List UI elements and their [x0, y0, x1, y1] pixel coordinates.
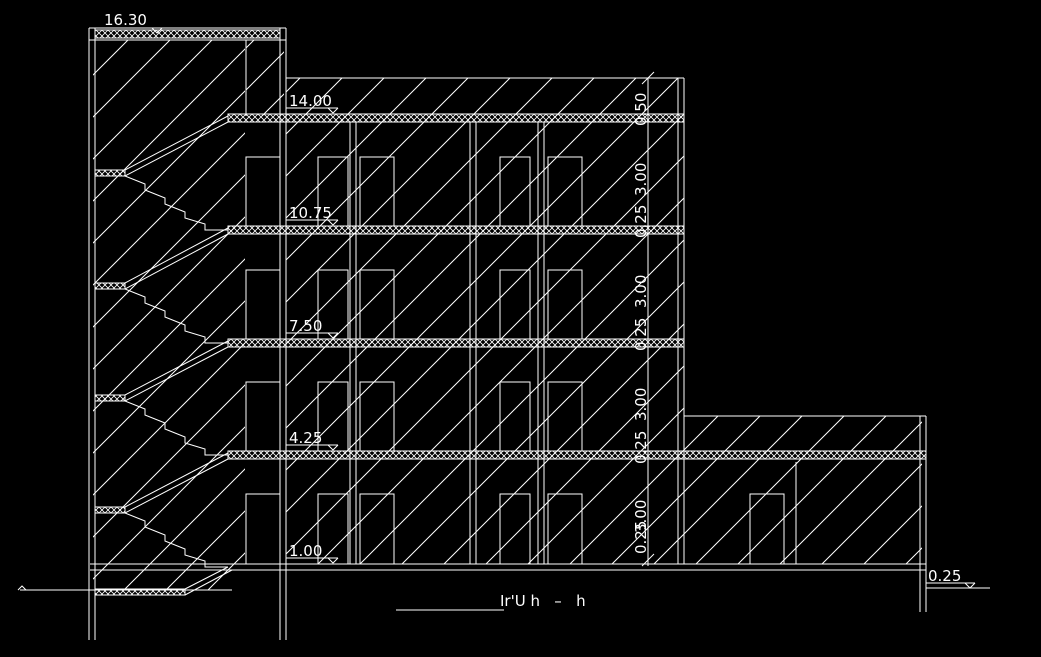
right-block-hatch — [684, 416, 922, 564]
dimension-label: 3.00 — [632, 500, 650, 533]
stair-tower-hatch — [93, 40, 245, 590]
dimension-label: 0.25 — [632, 521, 650, 554]
section-title: Ir'U h – h — [500, 592, 586, 610]
dimension-label: 3.00 — [632, 388, 650, 421]
level-label-top: 16.30 — [104, 11, 147, 29]
level-label-roof: 14.00 — [289, 92, 332, 110]
level-label-floor1: 1.00 — [289, 542, 322, 560]
dimension-label: 0.25 — [632, 318, 650, 351]
level-label-floor4: 10.75 — [289, 204, 332, 222]
level-label-floor2: 4.25 — [289, 429, 322, 447]
dimension-label: 3.00 — [632, 275, 650, 308]
building-outline — [20, 27, 990, 640]
level-markers — [17, 27, 976, 611]
doors — [245, 156, 785, 565]
stair-flights — [124, 115, 233, 596]
dimension-label: 0.25 — [632, 431, 650, 464]
dimension-label: 0.50 — [632, 93, 650, 126]
dimension-label: 3.00 — [632, 163, 650, 196]
main-block-hatch — [286, 78, 684, 564]
dimension-label: 0.25 — [632, 205, 650, 238]
vertical-dimension-line — [641, 71, 655, 567]
level-label-ground: 0.25 — [928, 567, 961, 585]
floor-slabs — [94, 29, 927, 596]
level-label-floor3: 7.50 — [289, 317, 322, 335]
